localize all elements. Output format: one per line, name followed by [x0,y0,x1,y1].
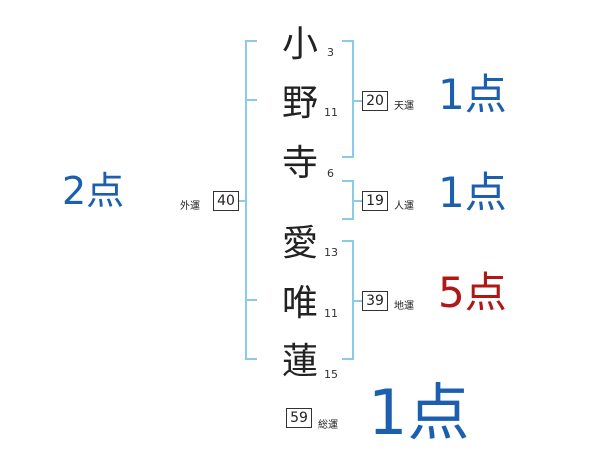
stroke-count-1: 3 [327,46,334,59]
souun-score: 1点 [368,376,470,449]
outer-bracket-tick-2 [245,299,257,301]
stroke-count-6: 15 [324,368,338,381]
name-char-4: 愛 [282,223,319,264]
name-char-6: 蓮 [282,341,319,382]
souun-value: 59 [286,408,312,428]
outer-bracket-vertical [245,40,247,360]
jinun-score: 1点 [438,168,507,217]
stroke-count-2: 11 [324,106,338,119]
gaiun-value: 40 [213,191,239,211]
jinun-label: 人運 [394,201,414,212]
tenun-bracket-top [342,40,354,42]
chiun-bracket-connector [354,300,362,302]
tenun-label: 天運 [394,101,414,112]
souun-label: 総運 [318,420,338,431]
tenun-score: 1点 [438,70,507,119]
name-char-5: 唯 [282,283,319,324]
chiun-value: 39 [362,291,388,311]
chiun-bracket-top [342,240,354,242]
outer-bracket-tick-1 [245,99,257,101]
jinun-bracket-vertical [352,180,354,220]
chiun-score: 5点 [438,268,507,317]
name-char-3: 寺 [282,143,319,184]
stroke-count-5: 11 [324,307,338,320]
stroke-count-4: 13 [324,246,338,259]
gaiun-score: 2点 [62,169,125,213]
jinun-bracket-top [342,180,354,182]
outer-bracket-connector [238,200,246,202]
tenun-value: 20 [362,91,388,111]
chiun-bracket-vertical [352,240,354,360]
outer-bracket-top [245,40,257,42]
name-char-1: 小 [282,24,319,65]
jinun-value: 19 [362,191,388,211]
tenun-bracket-bottom [342,156,354,158]
tenun-bracket-vertical [352,40,354,158]
chiun-bracket-bottom [342,358,354,360]
jinun-bracket-connector [354,200,362,202]
gaiun-label: 外運 [180,201,200,212]
stroke-count-3: 6 [327,167,334,180]
tenun-bracket-connector [354,100,362,102]
jinun-bracket-bottom [342,218,354,220]
chiun-label: 地運 [394,301,414,312]
outer-bracket-bottom [245,358,257,360]
name-char-2: 野 [282,83,319,124]
